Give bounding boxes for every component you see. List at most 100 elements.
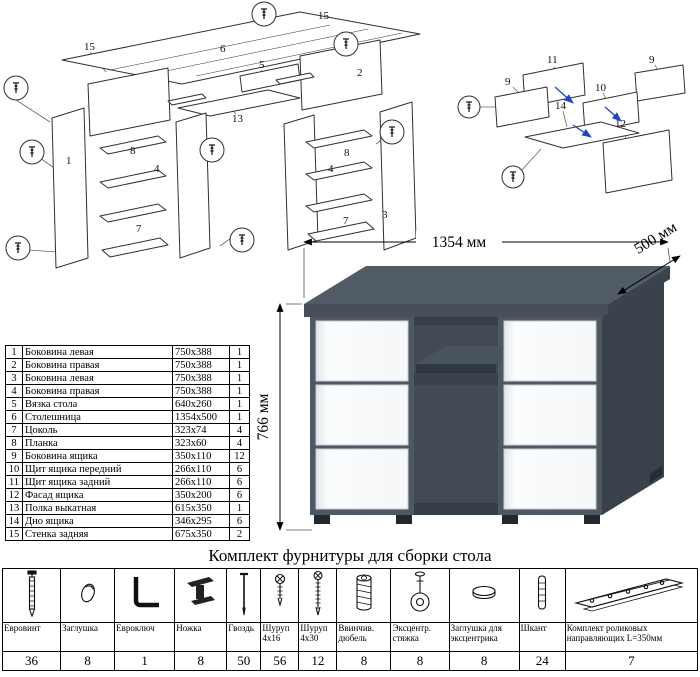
- part-size: 675x350: [172, 527, 230, 541]
- screw-4x16-icon: [274, 573, 285, 608]
- drawer-front[interactable]: [503, 384, 597, 446]
- dimensions: 1354 мм 500 мм 766 мм: [255, 219, 681, 531]
- part-plinth: [101, 237, 169, 258]
- part-drawer-side: [634, 64, 686, 102]
- hardware-qty: 50: [226, 651, 262, 671]
- part-name: Боковина левая: [22, 371, 173, 385]
- desk-leg: [396, 515, 412, 524]
- hardware-qty: 1: [114, 651, 176, 671]
- part-qty: 6: [229, 462, 250, 476]
- hardware-name: Шуруп 4x30: [298, 622, 338, 652]
- part-name: Полка выкатная: [22, 501, 173, 515]
- part-plank: [305, 161, 373, 181]
- part-number: 6: [5, 410, 23, 424]
- part-size: 1354x500: [172, 410, 230, 424]
- drawer-front[interactable]: [315, 320, 409, 382]
- part-label: 5: [259, 59, 265, 71]
- part-label: 12: [615, 118, 626, 130]
- part-label: 4: [154, 163, 160, 175]
- width-dimension-label: 1354 мм: [432, 234, 487, 251]
- desk-leg: [502, 515, 518, 524]
- keyboard-tray-front[interactable]: [416, 364, 496, 373]
- cam-lock-icon: [410, 571, 430, 612]
- part-side-panel-left-outer: [51, 107, 89, 269]
- drawer-front[interactable]: [315, 384, 409, 446]
- part-tray-rail-right: [275, 72, 315, 85]
- part-qty: 1: [229, 397, 250, 411]
- exploded-assembly-diagram: 15 6 15 2 5 13 1 8 4 8 4 7 7 3: [3, 1, 421, 269]
- hardware-qty: 24: [518, 651, 566, 671]
- part-label: 8: [130, 145, 136, 157]
- drawer-front[interactable]: [315, 448, 409, 510]
- part-qty: 4: [229, 423, 250, 437]
- hardware-qty: 56: [260, 651, 300, 671]
- part-size: 640x260: [172, 397, 230, 411]
- part-name: Столешница: [22, 410, 173, 424]
- part-size: 350x110: [172, 449, 230, 463]
- hardware-icon-cell: [448, 568, 520, 623]
- part-labels: 15 6 15 2 5 13 1 8 4 8 4 7 7 3: [66, 10, 388, 235]
- drawer-front[interactable]: [503, 320, 597, 382]
- hex-key-icon: [133, 577, 159, 608]
- part-qty: 1: [229, 358, 250, 372]
- part-label: 7: [136, 223, 142, 235]
- part-label: 4: [328, 163, 334, 175]
- part-size: 750x388: [172, 384, 230, 398]
- part-label: 15: [318, 10, 330, 22]
- part-label: 3: [382, 209, 388, 221]
- part-qty: 1: [229, 501, 250, 515]
- foot-icon: [186, 577, 215, 605]
- exploded-parts: [51, 11, 421, 269]
- part-name: Боковина ящика: [22, 449, 173, 463]
- part-size: 266x110: [172, 475, 230, 489]
- hardware-qty: 8: [390, 651, 450, 671]
- hardware-icon-cell: [1, 568, 62, 623]
- part-size: 750x388: [172, 358, 230, 372]
- part-size: 750x388: [172, 371, 230, 385]
- hardware-icon-cell: [226, 568, 262, 623]
- hardware-icon-cell: [336, 568, 392, 623]
- part-label: 14: [555, 100, 567, 112]
- part-label: 15: [84, 41, 96, 53]
- hardware-qty: 36: [1, 651, 62, 671]
- part-label: 1: [66, 155, 72, 167]
- hardware-name: Комплект роликовых направляющих L=350мм: [564, 622, 699, 652]
- cam-cap-icon: [472, 585, 496, 600]
- part-keyboard-tray: [177, 89, 301, 117]
- hardware-icon-cell: [174, 568, 228, 623]
- height-dimension-label: 766 мм: [255, 393, 272, 440]
- part-back-wall-left: [87, 67, 171, 137]
- part-number: 13: [5, 501, 23, 515]
- hardware-name: Евроключ: [114, 622, 176, 652]
- drawer-front[interactable]: [503, 448, 597, 510]
- part-label: 9: [505, 76, 511, 88]
- part-number: 12: [5, 488, 23, 502]
- part-number: 11: [5, 475, 23, 489]
- part-label: 10: [595, 82, 607, 94]
- part-label: 2: [357, 67, 363, 79]
- hardware-qty: 8: [448, 651, 520, 671]
- part-qty: 1: [229, 410, 250, 424]
- desk-body: [304, 266, 670, 524]
- hardware-qty: 12: [298, 651, 338, 671]
- part-size: 266x110: [172, 462, 230, 476]
- part-number: 3: [5, 371, 23, 385]
- hardware-qty: 8: [174, 651, 228, 671]
- cap-icon: [80, 583, 95, 603]
- desk-right-side: [602, 279, 664, 515]
- part-label: 11: [547, 54, 558, 66]
- part-plank: [305, 129, 373, 149]
- hardware-name: Евровинт: [1, 622, 62, 652]
